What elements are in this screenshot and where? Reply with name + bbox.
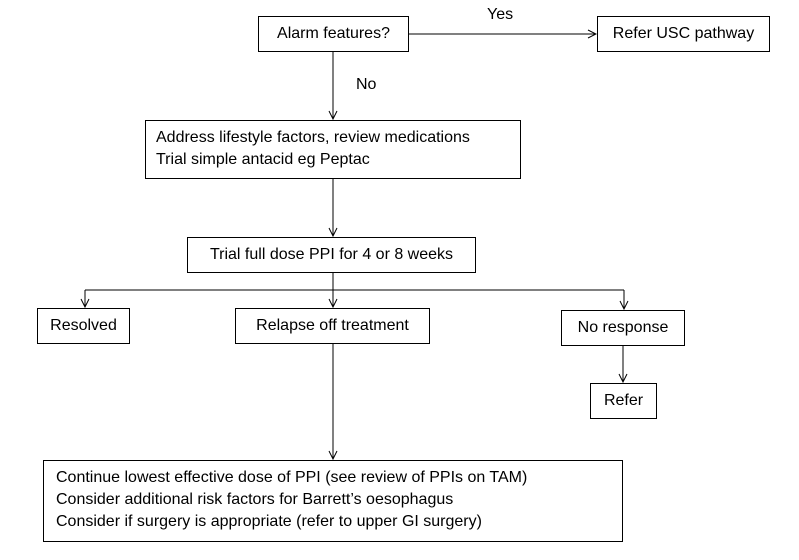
node-relapse: Relapse off treatment	[235, 308, 430, 344]
node-ppi-trial-text: Trial full dose PPI for 4 or 8 weeks	[209, 246, 454, 263]
node-lifestyle-line-2: Trial simple antacid eg Peptac	[156, 151, 370, 168]
node-alarm-features-text: Alarm features?	[277, 25, 390, 42]
node-lifestyle: Address lifestyle factors, review medica…	[145, 120, 521, 179]
node-resolved: Resolved	[37, 308, 130, 344]
edge-label-no: No	[356, 76, 377, 93]
node-resolved-text: Resolved	[50, 317, 117, 334]
node-refer: Refer	[590, 383, 657, 419]
node-no-response-text: No response	[577, 319, 669, 336]
node-refer-usc-pathway-text: Refer USC pathway	[612, 25, 755, 42]
node-refer-text: Refer	[603, 392, 644, 409]
node-ppi-trial: Trial full dose PPI for 4 or 8 weeks	[187, 237, 476, 273]
node-relapse-text: Relapse off treatment	[256, 317, 409, 334]
node-continue-line-1: Continue lowest effective dose of PPI (s…	[56, 469, 528, 486]
node-no-response: No response	[561, 310, 685, 346]
node-continue-line-3: Consider if surgery is appropriate (refe…	[56, 513, 482, 530]
node-refer-usc-pathway: Refer USC pathway	[597, 16, 770, 52]
edge-label-yes: Yes	[487, 6, 514, 23]
node-lifestyle-line-1: Address lifestyle factors, review medica…	[156, 129, 470, 146]
node-alarm-features: Alarm features?	[258, 16, 409, 52]
node-continue-ppi: Continue lowest effective dose of PPI (s…	[43, 460, 623, 542]
node-continue-line-2: Consider additional risk factors for Bar…	[56, 491, 454, 508]
